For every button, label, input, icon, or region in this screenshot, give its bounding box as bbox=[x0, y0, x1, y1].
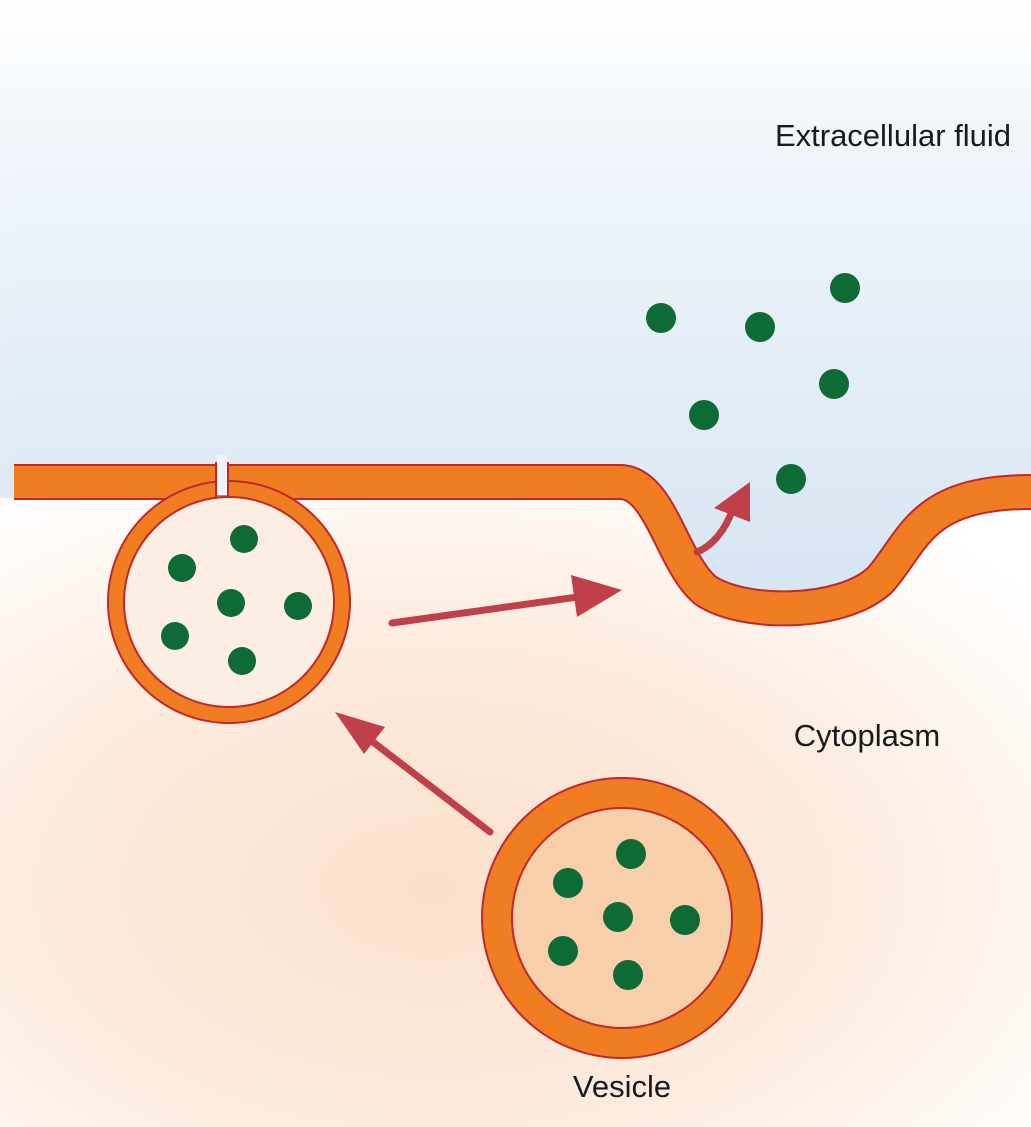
molecule-dot bbox=[228, 647, 256, 675]
fusion-pore bbox=[217, 455, 227, 495]
molecule-dot bbox=[689, 400, 719, 430]
molecule-dot bbox=[646, 303, 676, 333]
molecule-dot bbox=[830, 273, 860, 303]
molecule-dot bbox=[670, 905, 700, 935]
molecule-dot bbox=[553, 868, 583, 898]
arrow-vesicle-to-membrane bbox=[335, 712, 494, 836]
arrow-fusion-progress bbox=[388, 575, 622, 627]
molecule-dot bbox=[168, 554, 196, 582]
molecule-dot bbox=[230, 525, 258, 553]
label-extracellular-fluid: Extracellular fluid bbox=[775, 118, 1011, 153]
label-vesicle: Vesicle bbox=[573, 1069, 671, 1104]
molecule-dot bbox=[284, 592, 312, 620]
molecule-dot bbox=[776, 464, 806, 494]
label-cytoplasm: Cytoplasm bbox=[794, 718, 940, 753]
molecule-dot bbox=[217, 589, 245, 617]
molecule-dot bbox=[819, 369, 849, 399]
released-molecules bbox=[646, 273, 860, 494]
approaching-vesicle-molecules bbox=[548, 839, 700, 990]
molecule-dot bbox=[613, 960, 643, 990]
arrow-release bbox=[693, 482, 750, 556]
plasma-membrane-fill bbox=[14, 466, 1031, 625]
molecule-dot bbox=[616, 839, 646, 869]
molecule-dot bbox=[745, 312, 775, 342]
molecule-dot bbox=[548, 936, 578, 966]
fusion-pocket-fluid bbox=[14, 0, 1031, 605]
docking-vesicle-molecules bbox=[161, 525, 312, 675]
molecule-dot bbox=[161, 622, 189, 650]
molecule-dot bbox=[603, 902, 633, 932]
